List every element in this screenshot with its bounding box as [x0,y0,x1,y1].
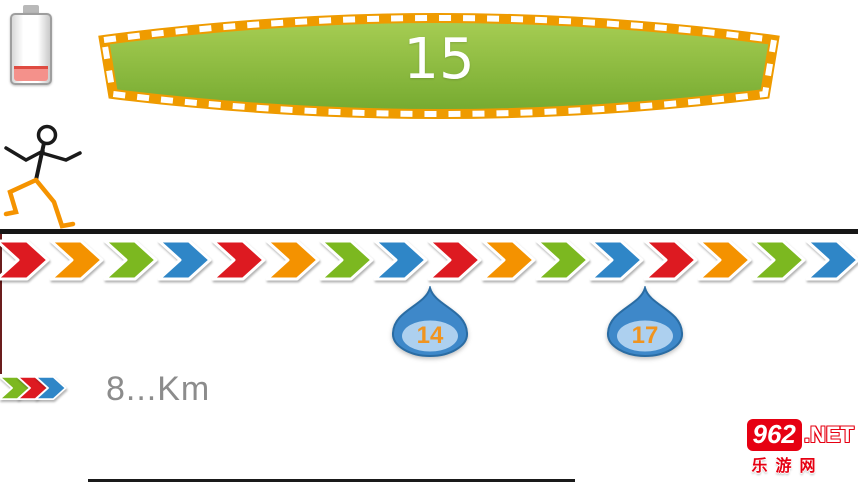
score-banner: 15 [88,4,790,130]
chevron-icon [34,375,67,401]
watermark-site-name: 乐游网 [751,458,824,475]
chevron-icon [0,239,50,281]
ground-line [0,229,858,234]
chevron-icon [427,239,482,281]
chevron-icon [373,239,428,281]
watermark: 962 .NET 乐游网 [747,419,854,476]
chevron-icon [697,239,752,281]
battery-body [10,13,52,85]
watermark-badge: 962 [747,419,802,451]
chevron-icon [157,239,212,281]
chevron-icon [319,239,374,281]
marker-distance-value: 14 [416,322,444,349]
chevron-icon [49,239,104,281]
chevron-row [0,237,858,283]
distance-label: 8...Km [106,370,211,408]
distance-marker: 17 [605,286,685,358]
distance-marker: 14 [390,286,470,358]
runner-figure-icon [3,124,82,229]
chevron-icon [643,239,698,281]
marker-distance-value: 17 [631,322,659,349]
battery-indicator [8,5,54,85]
mini-chevron-row [0,374,67,402]
left-border-line [0,234,2,374]
chevron-icon [805,239,858,281]
chevron-icon [535,239,590,281]
chevron-icon [751,239,806,281]
chevron-icon [103,239,158,281]
banner-checkered-border [100,15,778,117]
water-drop-icon [606,286,684,358]
battery-terminal [23,5,39,13]
chevron-icon [211,239,266,281]
chevron-icon [265,239,320,281]
chevron-icon [481,239,536,281]
chevron-icon [589,239,644,281]
score-value: 15 [403,26,475,92]
water-drop-icon [391,286,469,358]
bottom-line [88,479,575,482]
watermark-tld: .NET [803,422,854,448]
banner-ribbon-icon [98,13,780,119]
battery-charge [14,66,48,81]
